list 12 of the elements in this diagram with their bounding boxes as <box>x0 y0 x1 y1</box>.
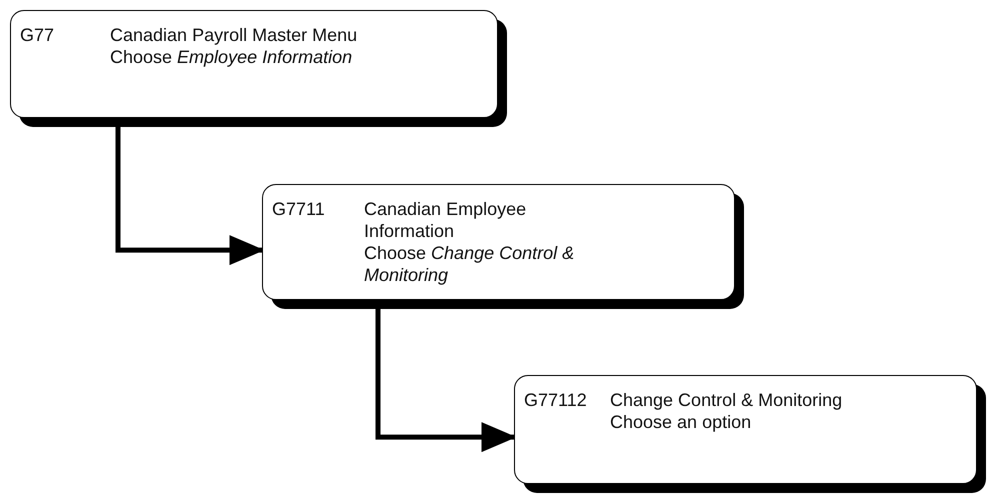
menu-instruction: Choose Employee Information <box>110 46 354 68</box>
menu-code: G7711 <box>272 198 326 221</box>
menu-instruction: Choose an option <box>610 411 752 433</box>
menu-code: G77 <box>20 24 56 47</box>
menu-title: Change Control & Monitoring <box>610 389 844 411</box>
menu-box <box>10 10 498 118</box>
menu-title: Canadian Employee Information <box>364 198 528 242</box>
menu-title: Canadian Payroll Master Menu <box>110 24 358 46</box>
menu-box <box>262 184 735 300</box>
menu-instruction: Choose Change Control & Monitoring <box>364 242 576 286</box>
menu-code: G77112 <box>524 389 588 412</box>
menu-box <box>514 375 977 484</box>
